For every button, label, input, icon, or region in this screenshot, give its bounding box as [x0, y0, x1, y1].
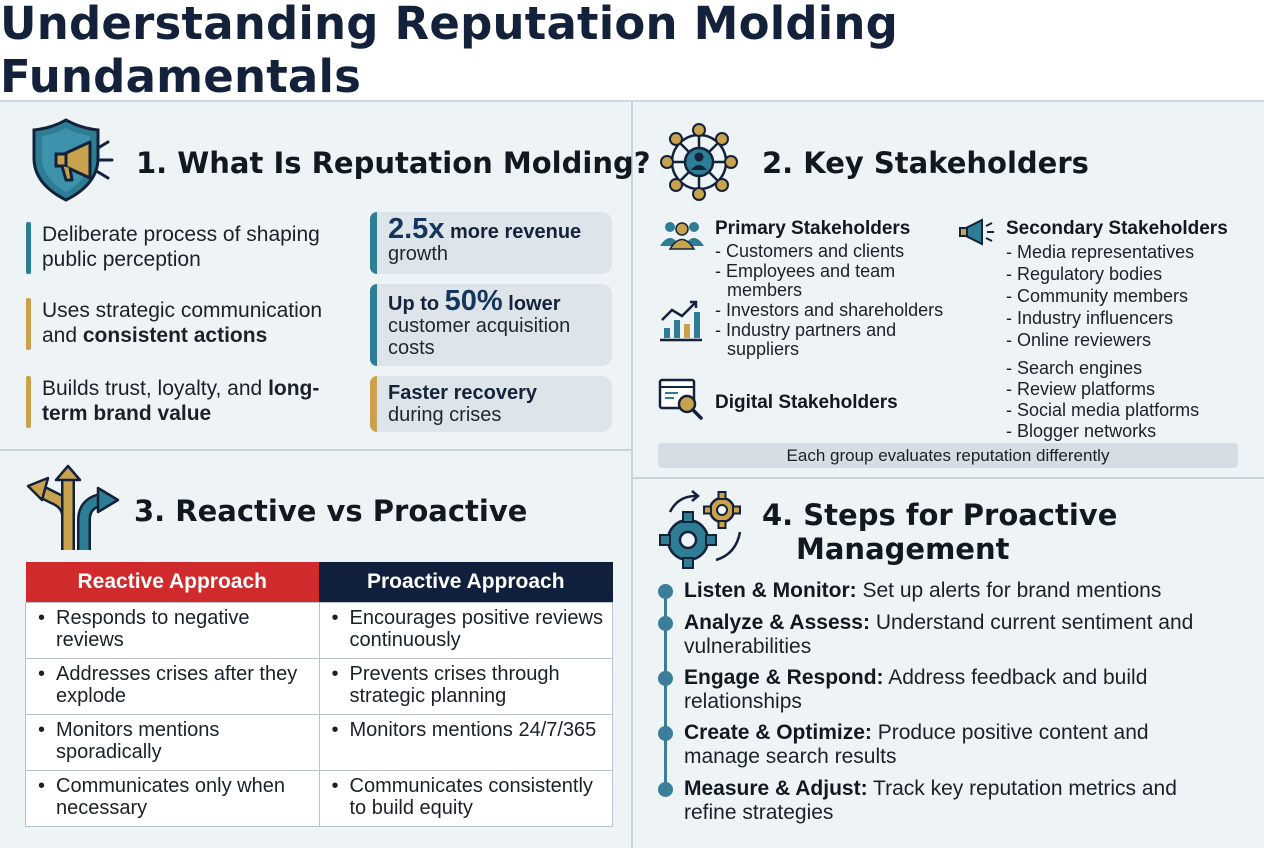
stat-card-revenue: 2.5x more revenue growth	[370, 212, 612, 274]
bullet-item: Deliberate process of shaping public per…	[26, 222, 356, 274]
timeline-dot	[658, 616, 673, 631]
table-row: Addresses crises after they explode Prev…	[25, 657, 613, 715]
page-title: Understanding Reputation Molding Fundame…	[0, 0, 899, 103]
timeline-dot	[658, 726, 673, 741]
table-cell: Addresses crises after they explode	[25, 657, 320, 715]
table-row: Monitors mentions sporadically Monitors …	[25, 713, 613, 771]
megaphone-icon	[959, 218, 994, 246]
header: Understanding Reputation Molding Fundame…	[0, 0, 1264, 103]
timeline-dot	[658, 671, 673, 686]
section-2-title: 2. Key Stakeholders	[762, 146, 1089, 180]
table-cell: Monitors mentions sporadically	[25, 713, 320, 771]
section-4-title: 4. Steps for Proactive Management	[762, 498, 1117, 566]
table-row: Responds to negative reviews Encourages …	[25, 601, 613, 659]
step-label: Create & Optimize:	[684, 721, 872, 744]
stat-bold: Faster recovery	[388, 382, 537, 404]
bullet-text: Builds trust, loyalty, and	[42, 377, 269, 400]
divider-vertical	[631, 102, 633, 848]
table-cell: Responds to negative reviews	[25, 601, 320, 659]
secondary-stakeholders-list: Media representatives Regulatory bodies …	[1006, 242, 1246, 352]
step-label: Analyze & Assess:	[684, 611, 870, 634]
step-text: Address feedback and build relationships	[684, 666, 1148, 713]
list-item: Employees and team members	[715, 262, 965, 300]
network-people-icon	[660, 123, 738, 201]
reactive-header: Reactive Approach	[25, 562, 319, 602]
table-cell: Monitors mentions 24/7/365	[318, 713, 613, 771]
proactive-header: Proactive Approach	[319, 562, 613, 602]
step-text: Track key reputation metrics and refine …	[684, 777, 1177, 824]
step-text: Produce positive content and manage sear…	[684, 721, 1149, 768]
divider-right	[633, 477, 1264, 479]
gears-cycle-icon	[659, 490, 742, 569]
divider-left	[0, 449, 631, 451]
stat-text: growth	[388, 243, 449, 265]
secondary-stakeholders-title: Secondary Stakeholders	[1006, 218, 1228, 239]
section-1-title: 1. What Is Reputation Molding?	[136, 146, 651, 180]
list-item: Industry partners and suppliers	[715, 321, 965, 359]
stat-prefix: Up to	[388, 293, 445, 315]
bullet-text: Deliberate process of shaping public per…	[42, 223, 320, 271]
stat-value: 50%	[444, 285, 503, 317]
stat-text: during crises	[388, 404, 502, 426]
digital-stakeholders-list: Search engines Review platforms Social m…	[1006, 358, 1246, 442]
stat-value: 2.5x	[388, 213, 445, 245]
step-analyze-assess: Analyze & Assess: Understand current sen…	[684, 611, 1224, 659]
timeline-dot	[658, 782, 673, 797]
timeline-line	[664, 591, 667, 789]
bullet-bold-text: consistent actions	[82, 324, 268, 347]
section-4-title-line-2: Management	[796, 532, 1010, 566]
list-item: Online reviewers	[1006, 330, 1246, 351]
split-arrows-icon	[26, 464, 120, 550]
list-item: Search engines	[1006, 358, 1246, 378]
step-label: Measure & Adjust:	[684, 777, 868, 800]
table-cell: Communicates only when necessary	[25, 769, 320, 827]
list-item: Community members	[1006, 286, 1246, 307]
growth-chart-icon	[660, 300, 702, 342]
section-3-title: 3. Reactive vs Proactive	[134, 494, 528, 528]
table-cell: Communicates consistently to build equit…	[318, 769, 613, 827]
digital-stakeholders-title: Digital Stakeholders	[715, 392, 898, 413]
bullet-text: Uses strategic communication and	[42, 299, 323, 347]
stat-card-acquisition: Up to 50% lower customer acquisition cos…	[370, 284, 612, 366]
list-item: Media representatives	[1006, 242, 1246, 263]
primary-stakeholders-list: Customers and clients Employees and team…	[715, 242, 965, 360]
bullet-item: Builds trust, loyalty, and long-term bra…	[26, 376, 356, 428]
group-people-icon	[660, 222, 704, 250]
list-item: Regulatory bodies	[1006, 264, 1246, 285]
bullet-bold-text: long-term brand value	[42, 377, 320, 425]
browser-search-icon	[658, 378, 703, 420]
section-4-title-line-1: 4. Steps for Proactive	[762, 498, 1118, 532]
bullet-item: Uses strategic communication and consist…	[26, 298, 356, 350]
comparison-table: Reactive Approach Proactive Approach Res…	[25, 562, 613, 827]
stat-bold: more revenue	[444, 221, 582, 243]
list-item: Review platforms	[1006, 379, 1246, 399]
step-text: Set up alerts for brand mentions	[856, 579, 1162, 602]
list-item: Industry influencers	[1006, 308, 1246, 329]
list-item: Social media platforms	[1006, 400, 1246, 420]
stat-card-recovery: Faster recovery during crises	[370, 376, 612, 432]
step-text: Understand current sentiment and vulnera…	[684, 611, 1194, 658]
step-engage-respond: Engage & Respond: Address feedback and b…	[684, 666, 1204, 714]
stakeholder-note: Each group evaluates reputation differen…	[658, 443, 1238, 468]
step-measure-adjust: Measure & Adjust: Track key reputation m…	[684, 777, 1229, 825]
step-listen-monitor: Listen & Monitor: Set up alerts for bran…	[684, 579, 1244, 603]
table-cell: Encourages positive reviews continuously	[318, 601, 613, 659]
shield-megaphone-icon	[32, 118, 114, 202]
primary-stakeholders-title: Primary Stakeholders	[715, 218, 911, 239]
stat-text: customer acquisition costs	[388, 315, 571, 359]
step-create-optimize: Create & Optimize: Produce positive cont…	[684, 721, 1214, 769]
step-label: Listen & Monitor:	[684, 579, 857, 602]
list-item: Blogger networks	[1006, 421, 1246, 441]
list-item: Investors and shareholders	[715, 301, 965, 320]
table-header-row: Reactive Approach Proactive Approach	[25, 562, 613, 602]
table-row: Communicates only when necessary Communi…	[25, 769, 613, 827]
list-item: Customers and clients	[715, 242, 965, 261]
timeline-dot	[658, 584, 673, 599]
stat-bold: lower	[502, 293, 561, 315]
step-label: Engage & Respond:	[684, 666, 884, 689]
table-cell: Prevents crises through strategic planni…	[318, 657, 613, 715]
